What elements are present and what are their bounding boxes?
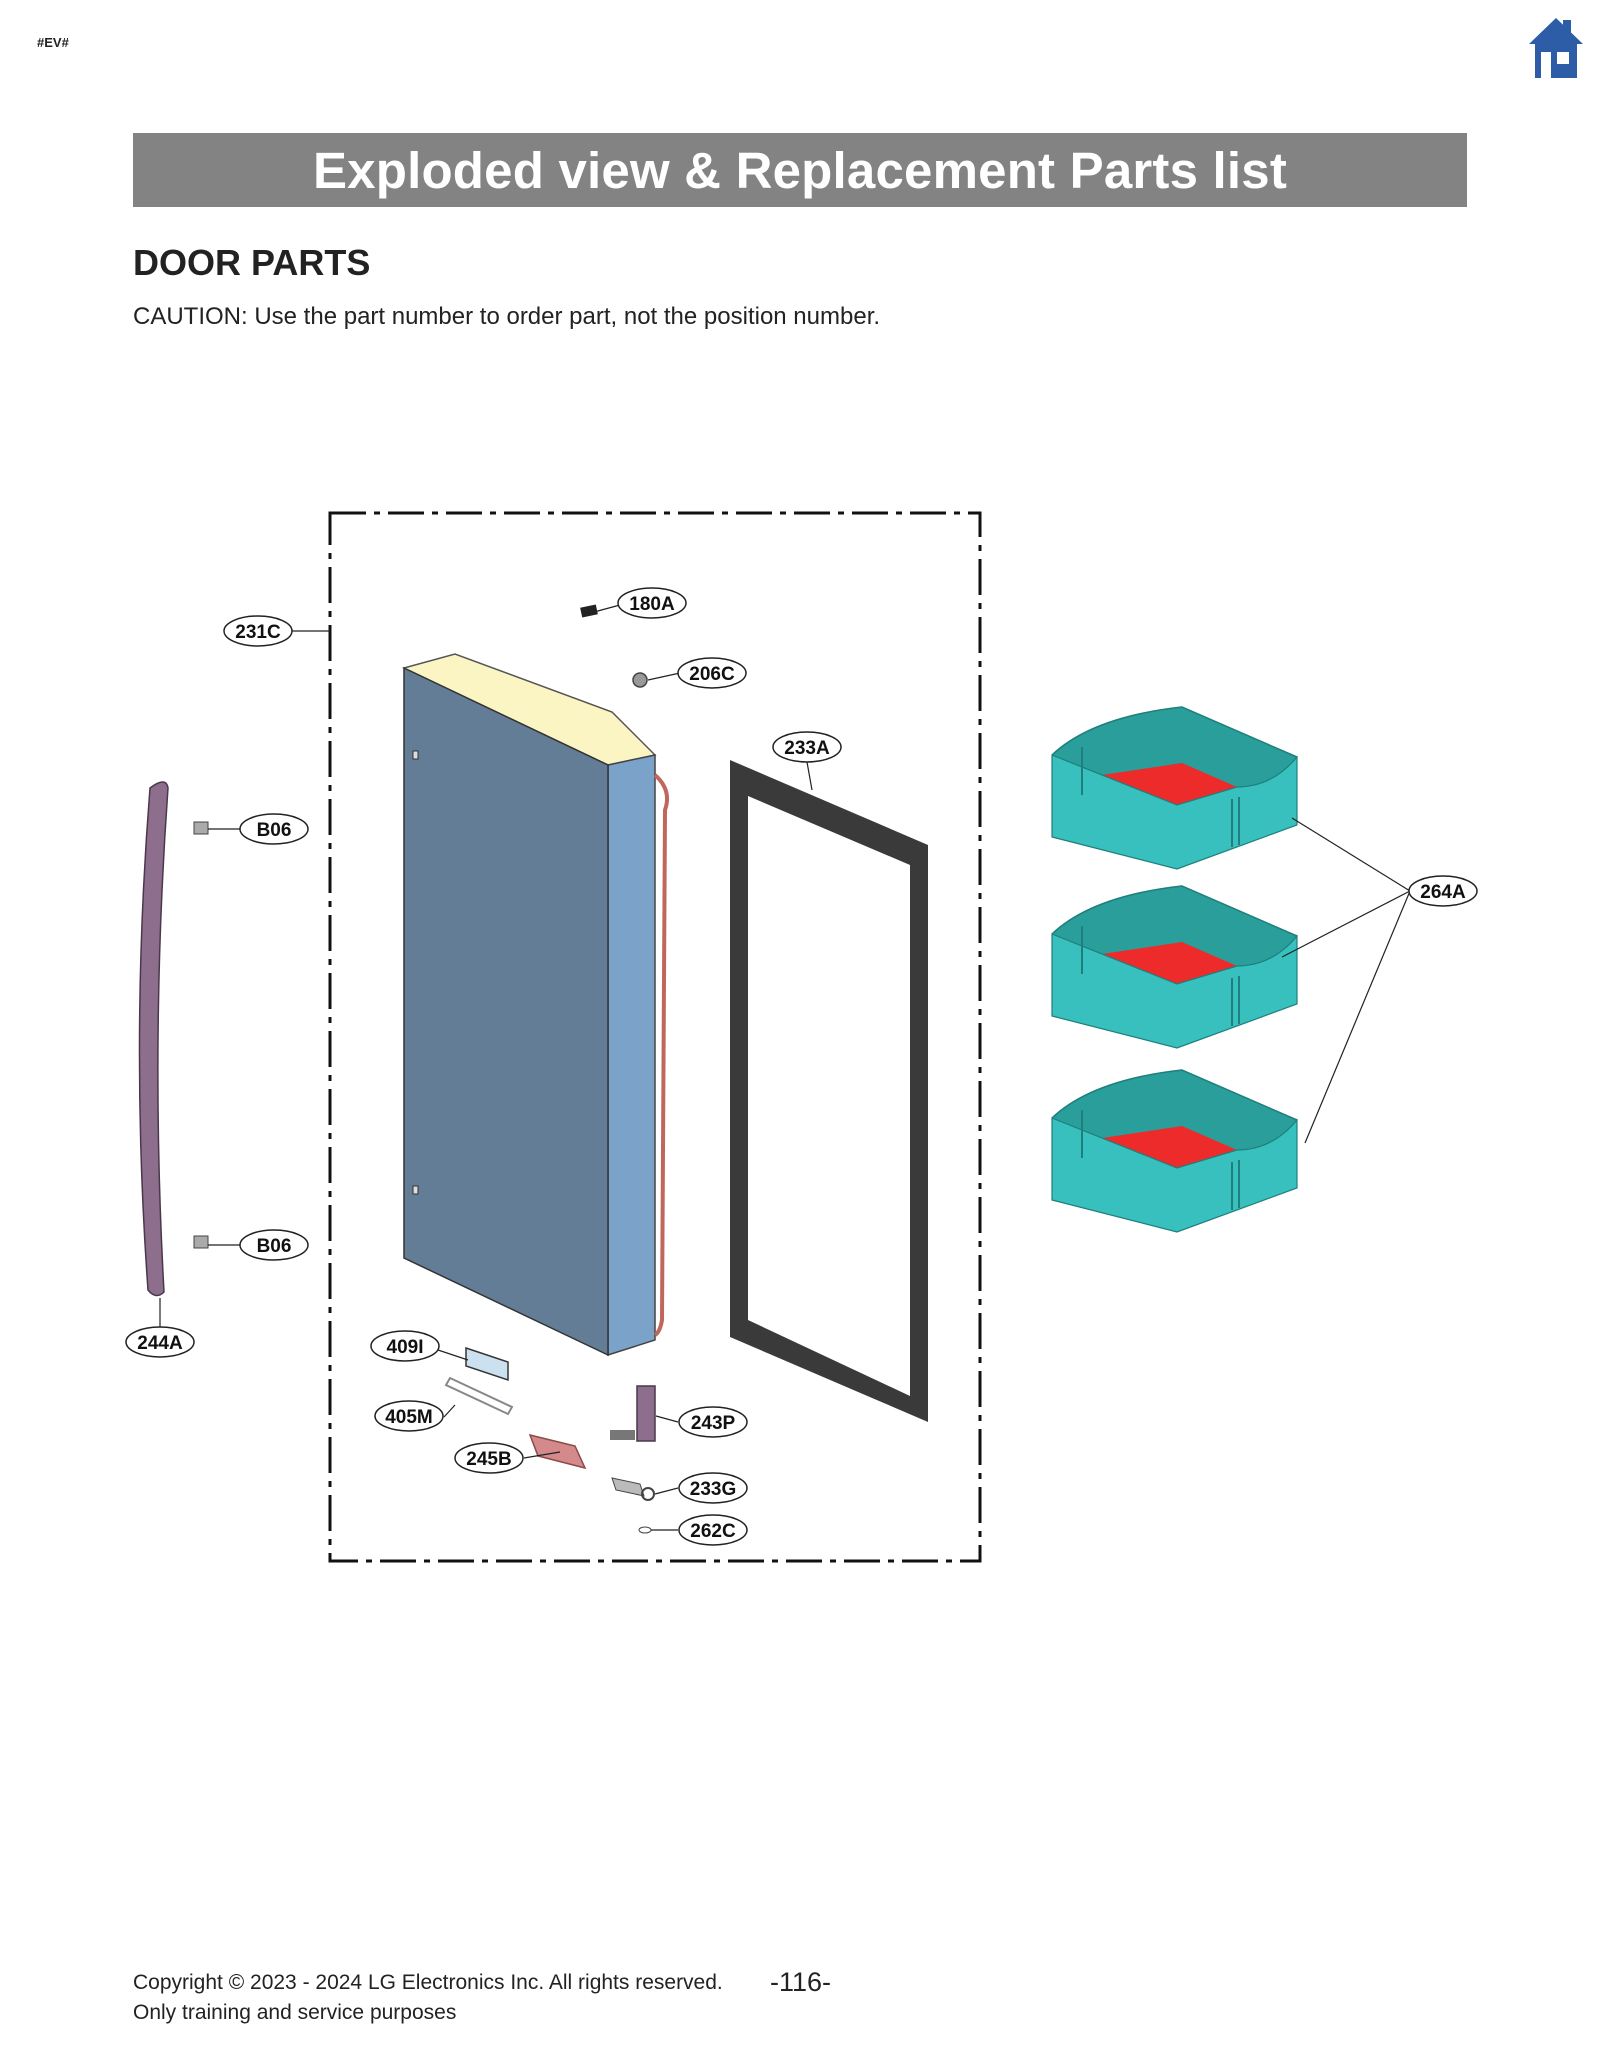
label-409I: 409I bbox=[370, 1330, 440, 1362]
page-tag: #EV# bbox=[37, 35, 69, 50]
part-409I bbox=[465, 1346, 509, 1382]
svg-text:262C: 262C bbox=[690, 1521, 736, 1542]
svg-text:244A: 244A bbox=[137, 1333, 183, 1354]
label-262C: 262C bbox=[678, 1514, 748, 1546]
svg-text:233G: 233G bbox=[690, 1479, 736, 1500]
door-handle bbox=[138, 781, 169, 1297]
svg-text:231C: 231C bbox=[235, 622, 281, 643]
door-outer-panel bbox=[403, 666, 609, 1357]
home-icon bbox=[1529, 18, 1583, 78]
svg-text:405M: 405M bbox=[385, 1407, 433, 1428]
door-bin-middle bbox=[1051, 885, 1298, 1049]
label-B06-top: B06 bbox=[239, 813, 309, 845]
label-243P: 243P bbox=[678, 1406, 748, 1438]
svg-text:B06: B06 bbox=[257, 1236, 292, 1257]
footer-copyright: Copyright © 2023 - 2024 LG Electronics I… bbox=[133, 1971, 723, 1994]
svg-text:B06: B06 bbox=[257, 820, 292, 841]
label-264A: 264A bbox=[1408, 875, 1478, 907]
label-B06-bottom: B06 bbox=[239, 1229, 309, 1261]
svg-text:264A: 264A bbox=[1420, 882, 1466, 903]
svg-text:206C: 206C bbox=[689, 664, 735, 685]
page-number: -116- bbox=[770, 1967, 832, 1997]
svg-text:245B: 245B bbox=[466, 1449, 511, 1470]
label-405M: 405M bbox=[374, 1400, 444, 1432]
page-banner: Exploded view & Replacement Parts list bbox=[133, 133, 1467, 207]
svg-text:243P: 243P bbox=[691, 1413, 736, 1434]
assembly-boundary bbox=[328, 511, 982, 1563]
door-side bbox=[607, 754, 656, 1357]
section-title: DOOR PARTS bbox=[133, 242, 371, 283]
svg-text:409I: 409I bbox=[387, 1337, 424, 1358]
label-245B: 245B bbox=[454, 1442, 524, 1474]
svg-text:180A: 180A bbox=[629, 594, 675, 615]
footer-note: Only training and service purposes bbox=[133, 2001, 457, 2024]
home-button[interactable] bbox=[1527, 16, 1585, 80]
door-side-gasket bbox=[653, 773, 669, 1337]
door-bin-bottom bbox=[1051, 1069, 1298, 1233]
label-233G: 233G bbox=[678, 1472, 748, 1504]
label-231C: 231C bbox=[223, 615, 293, 647]
label-206C: 206C bbox=[677, 657, 747, 689]
door-gasket bbox=[730, 760, 928, 1422]
label-180A: 180A bbox=[617, 587, 687, 619]
svg-text:233A: 233A bbox=[784, 738, 830, 759]
caution-text: CAUTION: Use the part number to order pa… bbox=[133, 303, 881, 330]
label-233A: 233A bbox=[772, 731, 842, 763]
door-bin-top bbox=[1051, 706, 1298, 870]
label-244A: 244A bbox=[125, 1326, 195, 1358]
